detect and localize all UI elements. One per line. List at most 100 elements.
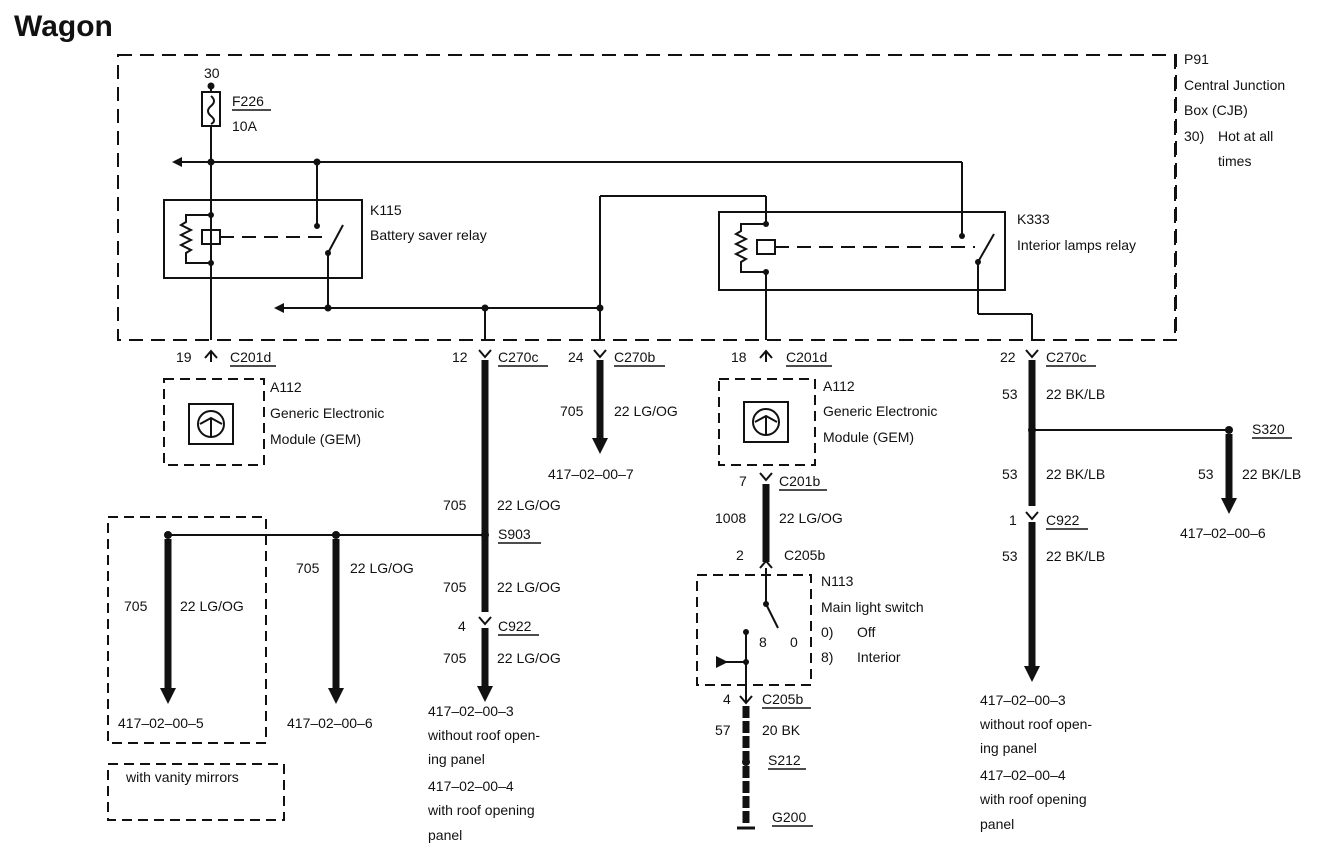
mid-branch-ref: 417–02–00–6 (287, 715, 373, 731)
cjb-id: P91 (1184, 51, 1209, 67)
light-switch-label: Main light switch (821, 599, 924, 615)
gem-right-line1: Generic Electronic (823, 403, 937, 419)
c270c-left-wire3: 22 LG/OG (497, 650, 561, 666)
c270c-right-circuit3: 53 (1002, 548, 1018, 564)
gem-right-line2: Module (GEM) (823, 429, 914, 445)
c270c-left-ref2-note2: panel (428, 827, 462, 843)
gem-right-symbol-icon (754, 414, 778, 434)
c201b-pin: 7 (739, 473, 747, 489)
gem-right-box (718, 378, 816, 466)
cjb-boundary (117, 54, 1177, 341)
c270c-right-pin: 22 (1000, 349, 1016, 365)
k333-switch-blade (977, 233, 995, 263)
gem-left-symbol-frame (188, 403, 234, 445)
c270c-right-ref1-note2: ing panel (980, 740, 1037, 756)
c270c-left-ref1-note1: without roof open- (427, 727, 540, 743)
k115-box (163, 199, 363, 279)
light-switch-opt8-label: Interior (857, 649, 901, 665)
c270b-connector: C270b (614, 349, 655, 365)
gem-left-symbol-icon (199, 416, 223, 436)
c270c-left-connector-symbol (478, 349, 492, 359)
c270c-left-ref2: 417–02–00–4 (428, 778, 514, 794)
gem-right-symbol-frame (743, 401, 789, 443)
vanity-ref: 417–02–00–5 (118, 715, 204, 731)
fuse-rating: 10A (232, 118, 258, 134)
fuse-id: F226 (232, 93, 264, 109)
c201b-label: C201b (779, 473, 820, 489)
cjb-name-line1: Central Junction (1184, 77, 1285, 93)
c270b-wire: 22 LG/OG (614, 403, 678, 419)
k115-contact-fixed (314, 223, 320, 229)
light-switch-blade (765, 603, 779, 629)
s320-label: S320 (1252, 421, 1285, 437)
k333-resistor (733, 223, 766, 273)
c270c-left-connector: C270c (498, 349, 538, 365)
c270c-left-pin: 12 (452, 349, 468, 365)
c270c-right-circuit2: 53 (1002, 466, 1018, 482)
vanity-box (107, 516, 267, 744)
light-switch-pos8: 8 (759, 634, 767, 650)
c270c-right-arrow (1024, 666, 1040, 682)
gem-right-symbol-circle (752, 408, 780, 436)
gem-left-connector: C201d (230, 349, 271, 365)
c270c-right-connector: C270c (1046, 349, 1086, 365)
gem-left-line1: Generic Electronic (270, 405, 384, 421)
gem-right-id: A112 (823, 378, 855, 394)
light-switch-box (696, 574, 812, 686)
ground-circuit: 57 (715, 722, 731, 738)
g200-label: G200 (772, 809, 806, 825)
switch-feed-circuit: 1008 (715, 510, 746, 526)
cjb-note-line1: Hot at all (1218, 128, 1273, 144)
s903-label: S903 (498, 526, 531, 542)
c205b-out-label: C205b (762, 691, 803, 707)
light-switch-opt0-label: Off (857, 624, 876, 640)
gem-left-line2: Module (GEM) (270, 431, 361, 447)
c922-left-label: C922 (498, 618, 532, 634)
c270c-left-circuit: 705 (443, 497, 467, 513)
vanity-note-box (107, 763, 285, 821)
c270c-right-ref1-note1: without roof open- (979, 716, 1092, 732)
saver-bus-arrow (274, 303, 284, 313)
gem-left-id: A112 (270, 379, 302, 395)
c270c-right-wire: 22 BK/LB (1046, 386, 1105, 402)
c922-left-connector-symbol (478, 616, 492, 626)
gem-left-pin: 19 (176, 349, 192, 365)
c270c-left-circuit2: 705 (443, 579, 467, 595)
c270c-right-circuit: 53 (1002, 386, 1018, 402)
c270c-right-ref2-note2: panel (980, 816, 1014, 832)
k333-id: K333 (1017, 211, 1050, 227)
vanity-branch-node (164, 531, 172, 539)
k115-resistor (178, 214, 211, 264)
c270c-right-ref2: 417–02–00–4 (980, 767, 1066, 783)
c270c-left-wire: 22 LG/OG (497, 497, 561, 513)
c270c-left-ref1-note2: ing panel (428, 751, 485, 767)
s320-arrow (1221, 498, 1237, 514)
mid-branch-circuit: 705 (296, 560, 320, 576)
c270c-right-ref1: 417–02–00–3 (980, 692, 1066, 708)
vanity-circuit: 705 (124, 598, 148, 614)
c270c-left-circuit3: 705 (443, 650, 467, 666)
light-switch-id: N113 (821, 573, 854, 589)
c922-right-label: C922 (1046, 512, 1080, 528)
mid-branch-wire: 22 LG/OG (350, 560, 414, 576)
c205b-in-label: C205b (784, 547, 825, 563)
light-switch-arrow (716, 656, 728, 668)
ground-wire: 20 BK (762, 722, 801, 738)
cjb-name-line2: Box (CJB) (1184, 102, 1248, 118)
c201b-connector-symbol (759, 472, 773, 482)
gem-left-connector-symbol (204, 349, 218, 362)
c270c-left-ref2-note1: with roof opening (427, 802, 535, 818)
c205b-out-pin: 4 (723, 691, 731, 707)
light-switch-opt8-code: 8) (821, 649, 833, 665)
s320-node (1225, 426, 1233, 434)
c270c-right-wire3: 22 BK/LB (1046, 548, 1105, 564)
k333-label: Interior lamps relay (1017, 237, 1136, 253)
vanity-note: with vanity mirrors (125, 769, 239, 785)
c270b-arrow (592, 438, 608, 454)
c922-right-pin: 1 (1009, 512, 1017, 528)
c270c-left-wire2: 22 LG/OG (497, 579, 561, 595)
vanity-arrow (160, 688, 176, 704)
hot-bus-arrow (172, 157, 182, 167)
gem-right-connector-symbol (759, 349, 773, 362)
